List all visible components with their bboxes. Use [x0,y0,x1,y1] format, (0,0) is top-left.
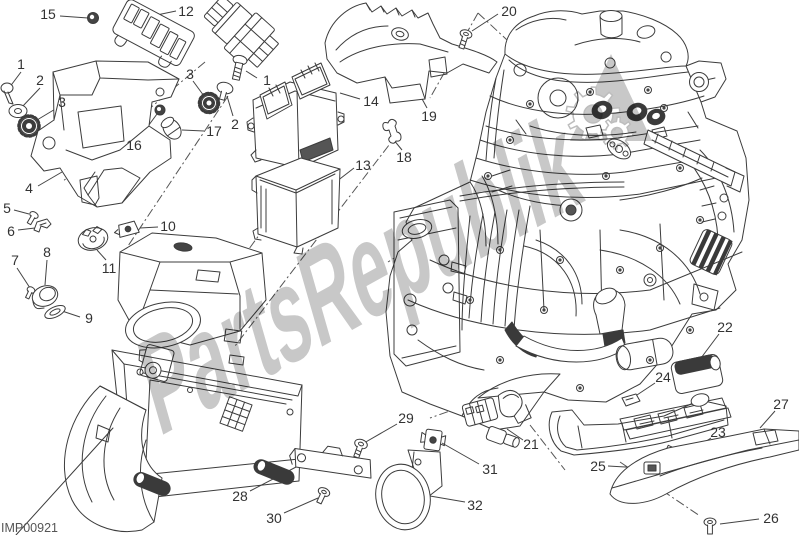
svg-text:15: 15 [40,6,56,22]
svg-text:18: 18 [396,149,412,165]
svg-text:12: 12 [178,3,194,19]
svg-text:19: 19 [421,108,437,124]
svg-text:10: 10 [160,218,176,234]
svg-text:3: 3 [186,66,194,82]
svg-text:28: 28 [232,488,248,504]
svg-text:30: 30 [266,510,282,526]
svg-text:27: 27 [773,396,789,412]
svg-text:23: 23 [710,424,726,440]
svg-text:9: 9 [85,310,93,326]
svg-text:3: 3 [58,94,66,110]
svg-text:32: 32 [467,497,483,513]
svg-text:20: 20 [501,3,517,19]
svg-text:8: 8 [43,244,51,260]
svg-text:2: 2 [36,72,44,88]
svg-text:IMP00921: IMP00921 [1,521,58,535]
svg-text:1: 1 [263,72,271,88]
svg-text:13: 13 [355,157,371,173]
svg-text:25: 25 [590,458,606,474]
svg-text:16: 16 [126,137,142,153]
svg-text:2: 2 [231,116,239,132]
svg-text:17: 17 [206,123,222,139]
svg-text:5: 5 [3,200,11,216]
svg-text:6: 6 [7,223,15,239]
svg-text:21: 21 [523,436,539,452]
svg-text:31: 31 [482,461,498,477]
svg-text:22: 22 [717,319,733,335]
svg-text:7: 7 [11,252,19,268]
svg-text:29: 29 [398,410,414,426]
svg-text:24: 24 [655,369,671,385]
svg-text:14: 14 [363,93,379,109]
svg-text:1: 1 [17,56,25,72]
svg-text:11: 11 [102,260,117,276]
svg-text:26: 26 [763,510,779,526]
svg-text:4: 4 [25,180,33,196]
